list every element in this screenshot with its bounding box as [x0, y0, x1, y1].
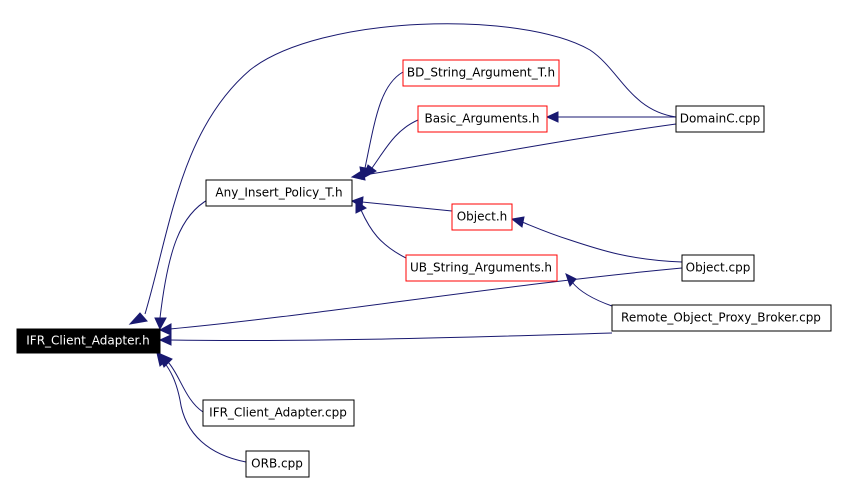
node-label: BD_String_Argument_T.h [407, 66, 555, 80]
edge-basic-arguments-to-any-insert-policy [362, 119, 419, 180]
node-label: UB_String_Arguments.h [410, 261, 552, 275]
node-bd-string-argument-t-h[interactable]: BD_String_Argument_T.h [402, 59, 560, 87]
node-label: IFR_Client_Adapter.h [26, 334, 149, 348]
edge-orb-cpp-to-ifr-client-adapter [156, 352, 247, 463]
node-orb-cpp[interactable]: ORB.cpp [245, 450, 310, 478]
node-label: Basic_Arguments.h [425, 112, 540, 126]
node-label: Remote_Object_Proxy_Broker.cpp [621, 311, 821, 325]
node-basic-arguments-h[interactable]: Basic_Arguments.h [417, 105, 548, 133]
node-label: Any_Insert_Policy_T.h [215, 186, 342, 200]
edge-object-cpp-to-ifr-client-adapter [158, 267, 683, 336]
node-ifr-client-adapter-h[interactable]: IFR_Client_Adapter.h [16, 328, 161, 354]
node-label: Object.h [457, 210, 508, 224]
edge-any-insert-policy-to-ifr-client-adapter [154, 198, 210, 331]
edge-domainc-to-basic-arguments [545, 111, 676, 123]
node-any-insert-policy-t-h[interactable]: Any_Insert_Policy_T.h [205, 179, 353, 207]
edge-domainc-to-any-insert-policy [350, 123, 677, 181]
node-label: Object.cpp [686, 261, 751, 275]
node-label: DomainC.cpp [680, 112, 761, 126]
edge-remote-object-proxy-broker-to-ifr-client-adapter [158, 332, 613, 346]
node-object-cpp[interactable]: Object.cpp [681, 254, 755, 282]
edge-bd-string-argument-to-any-insert-policy [359, 71, 404, 181]
node-remote-object-proxy-broker-cpp[interactable]: Remote_Object_Proxy_Broker.cpp [611, 304, 832, 332]
edge-object-cpp-to-object-h [510, 216, 683, 263]
edge-object-h-to-any-insert-policy [350, 196, 453, 212]
node-ub-string-arguments-h[interactable]: UB_String_Arguments.h [405, 254, 558, 282]
node-ifr-client-adapter-cpp[interactable]: IFR_Client_Adapter.cpp [202, 399, 355, 427]
edge-ub-string-arguments-to-any-insert-policy [355, 200, 407, 259]
node-label: IFR_Client_Adapter.cpp [209, 406, 347, 420]
node-object-h[interactable]: Object.h [451, 203, 513, 231]
edge-domainc-to-ifr-client-adapter [128, 23, 677, 325]
node-domainc-cpp[interactable]: DomainC.cpp [675, 105, 765, 133]
edge-remote-object-proxy-broker-to-ub-string-arguments [565, 273, 613, 307]
node-label: ORB.cpp [251, 457, 303, 471]
